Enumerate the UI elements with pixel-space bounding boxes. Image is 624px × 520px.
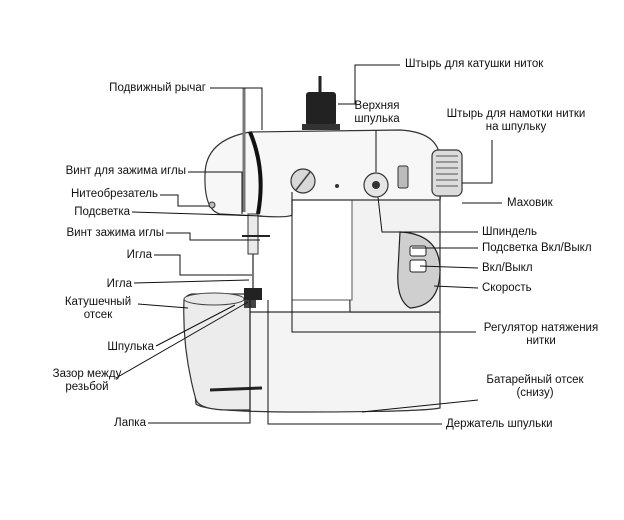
- needle-bar: [247, 213, 259, 255]
- leader-presser-foot: [148, 300, 251, 424]
- presser-foot-shape: [244, 288, 262, 300]
- head-band: [248, 131, 263, 215]
- label-bobbin-compartment: Катушечный отсек: [64, 296, 132, 321]
- leader-onoff: [419, 265, 479, 269]
- label-spool-pin: Штырь для катушки ниток: [405, 58, 544, 70]
- leader-thread-cutter: [160, 194, 210, 207]
- label-speed: Скорость: [482, 282, 532, 294]
- leader-bobbin-compartment: [137, 303, 189, 309]
- label-thread-gap: Зазор между резьбой: [52, 368, 122, 393]
- leader-needle-clamp-left: [188, 171, 243, 214]
- leader-needle-clamp: [166, 232, 260, 241]
- leader-battery: [361, 399, 479, 413]
- leader-movable-lever: [210, 87, 263, 130]
- label-winder-pin: Штырь для намотки нитки на шпульку: [446, 108, 586, 133]
- leader-tension: [291, 192, 476, 333]
- leader-needle-1: [154, 254, 252, 276]
- leader-spool-pin: [338, 64, 400, 105]
- label-light-onoff: Подсветка Вкл/Выкл: [482, 242, 592, 254]
- leader-light: [131, 211, 263, 217]
- label-onoff: Вкл/Выкл: [482, 262, 533, 274]
- handwheel-shape: [431, 149, 463, 197]
- leader-winder-pin: [462, 140, 493, 184]
- leader-bobbin-holder: [267, 300, 442, 425]
- machine-arch: [291, 199, 353, 301]
- leader-thread-gap: [115, 301, 249, 379]
- label-needle-clamp-left: Винт для зажима иглы: [65, 165, 186, 177]
- winder-pin-shape: [397, 165, 409, 189]
- label-presser-foot: Лапка: [114, 417, 146, 429]
- label-thread-cutter: Нитеобрезатель: [70, 188, 158, 200]
- label-upper-bobbin: Верхняя шпулька: [354, 100, 400, 125]
- label-needle-2: Игла: [106, 278, 132, 290]
- label-handwheel: Маховик: [507, 197, 553, 209]
- label-needle-1: Игла: [126, 249, 152, 261]
- label-bobbin: Шпулька: [107, 341, 154, 353]
- label-spindle: Шпиндель: [482, 226, 537, 238]
- light-shape: [208, 201, 216, 209]
- label-needle-clamp: Винт зажима иглы: [66, 227, 164, 239]
- bowl-top: [183, 292, 245, 306]
- base-slot: [209, 386, 263, 392]
- leader-bobbin: [155, 304, 236, 347]
- label-battery: Батарейный отсек (снизу): [486, 374, 584, 399]
- thread-spool: [306, 92, 336, 126]
- leader-needle-2: [133, 279, 250, 284]
- label-tension: Регулятор натяжения нитки: [483, 322, 599, 347]
- leader-spindle: [377, 196, 478, 233]
- bobbin-bowl: [183, 299, 251, 411]
- label-bobbin-holder: Держатель шпульки: [446, 418, 553, 430]
- label-movable-lever: Подвижный рычаг: [109, 82, 206, 94]
- label-light: Подсветка: [74, 206, 130, 218]
- leader-speed: [433, 285, 479, 289]
